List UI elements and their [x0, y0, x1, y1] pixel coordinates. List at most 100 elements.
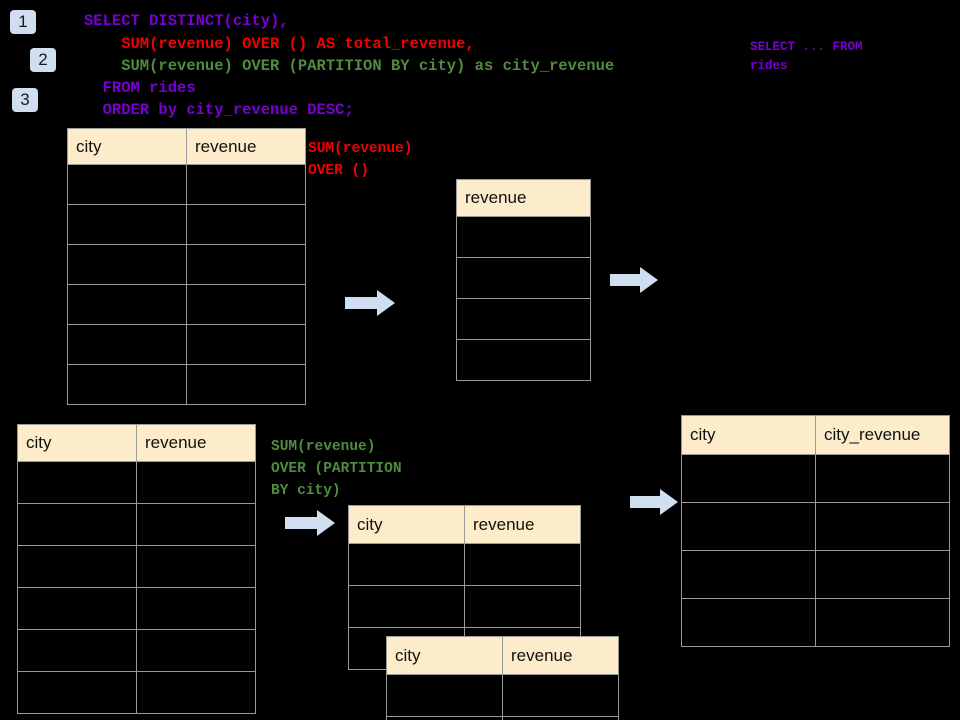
table-cell — [464, 585, 581, 628]
annotation-city-revenue-line3: BY city) — [271, 483, 341, 499]
table-cell — [815, 598, 950, 647]
table-cell — [456, 257, 591, 299]
table-cell — [386, 674, 503, 717]
table-cell — [815, 454, 950, 503]
column-header-city: city — [386, 636, 503, 675]
table-row — [348, 585, 581, 628]
table-row — [681, 598, 950, 647]
table-cell — [136, 545, 256, 588]
table-cell — [136, 629, 256, 672]
table-cell — [681, 598, 816, 647]
rides-source-table-top: city revenue — [67, 128, 306, 405]
column-header-revenue: revenue — [136, 424, 256, 462]
result-table: city city_revenue — [681, 415, 950, 647]
table-cell — [386, 716, 503, 720]
table-row — [386, 716, 619, 720]
arrow-to-partition-icon — [285, 509, 335, 537]
table-cell — [17, 671, 137, 714]
table-header-row: city city_revenue — [681, 415, 950, 455]
table-body — [456, 216, 591, 381]
table-row — [17, 503, 256, 546]
partition-table-front: city revenue — [386, 636, 619, 720]
table-cell — [681, 454, 816, 503]
sql-line-from: FROM rides — [84, 79, 196, 97]
table-row — [67, 324, 306, 365]
annotation-total-revenue-line2: OVER () — [308, 163, 369, 179]
total-revenue-table: revenue — [456, 179, 591, 381]
table-cell — [67, 244, 187, 285]
table-cell — [67, 324, 187, 365]
table-cell — [17, 629, 137, 672]
arrow-from-total-revenue-icon — [610, 266, 658, 294]
step-badge-2: 2 — [30, 48, 56, 72]
table-cell — [17, 503, 137, 546]
column-header-city: city — [681, 415, 816, 455]
table-cell — [815, 502, 950, 551]
table-row — [67, 204, 306, 245]
annotation-city-revenue-line2: OVER (PARTITION — [271, 461, 402, 477]
table-body — [17, 461, 256, 714]
table-header-row: city revenue — [17, 424, 256, 462]
table-cell — [17, 545, 137, 588]
table-cell — [136, 671, 256, 714]
table-row — [67, 364, 306, 405]
table-row — [17, 629, 256, 672]
table-cell — [348, 543, 465, 586]
table-row — [67, 244, 306, 285]
table-cell — [136, 587, 256, 630]
step-badge-3: 3 — [12, 88, 38, 112]
column-header-city: city — [67, 128, 187, 165]
column-header-city: city — [348, 505, 465, 544]
table-cell — [67, 204, 187, 245]
rides-source-table-bottom: city revenue — [17, 424, 256, 714]
table-cell — [17, 461, 137, 504]
table-cell — [186, 164, 306, 205]
table-header-row: city revenue — [386, 636, 619, 675]
table-cell — [502, 674, 619, 717]
table-cell — [186, 204, 306, 245]
column-header-revenue: revenue — [456, 179, 591, 217]
table-row — [681, 550, 950, 599]
table-cell — [681, 550, 816, 599]
table-cell — [456, 216, 591, 258]
table-row — [17, 461, 256, 504]
table-cell — [815, 550, 950, 599]
table-cell — [456, 298, 591, 340]
arrow-to-total-revenue-icon — [345, 289, 395, 317]
table-cell — [348, 585, 465, 628]
table-cell — [464, 543, 581, 586]
table-header-row: city revenue — [67, 128, 306, 165]
column-header-city-revenue: city_revenue — [815, 415, 950, 455]
table-cell — [136, 461, 256, 504]
table-cell — [136, 503, 256, 546]
sql-line-select: SELECT DISTINCT(city), — [84, 12, 289, 30]
table-header-row: city revenue — [348, 505, 581, 544]
table-row — [348, 543, 581, 586]
sql-line-city-revenue: SUM(revenue) OVER (PARTITION BY city) as… — [84, 57, 615, 75]
table-header-row: revenue — [456, 179, 591, 217]
annotation-city-revenue-line1: SUM(revenue) — [271, 439, 376, 455]
column-header-revenue: revenue — [502, 636, 619, 675]
sql-line-order-by: ORDER by city_revenue DESC; — [84, 101, 354, 119]
table-cell — [456, 339, 591, 381]
annotation-total-revenue-line1: SUM(revenue) — [308, 141, 413, 157]
table-cell — [186, 364, 306, 405]
step-badge-1: 1 — [10, 10, 36, 34]
table-cell — [681, 502, 816, 551]
table-row — [681, 454, 950, 503]
table-cell — [502, 716, 619, 720]
table-row — [17, 545, 256, 588]
column-header-revenue: revenue — [186, 128, 306, 165]
table-cell — [186, 324, 306, 365]
side-label-rides: rides — [750, 59, 788, 73]
table-body — [386, 674, 619, 720]
table-cell — [186, 284, 306, 325]
side-label-select-from: SELECT ... FROM — [750, 40, 863, 54]
table-cell — [67, 364, 187, 405]
arrow-to-result-icon — [630, 488, 678, 516]
table-body — [67, 164, 306, 405]
table-row — [386, 674, 619, 717]
table-row — [456, 216, 591, 258]
table-row — [456, 298, 591, 340]
